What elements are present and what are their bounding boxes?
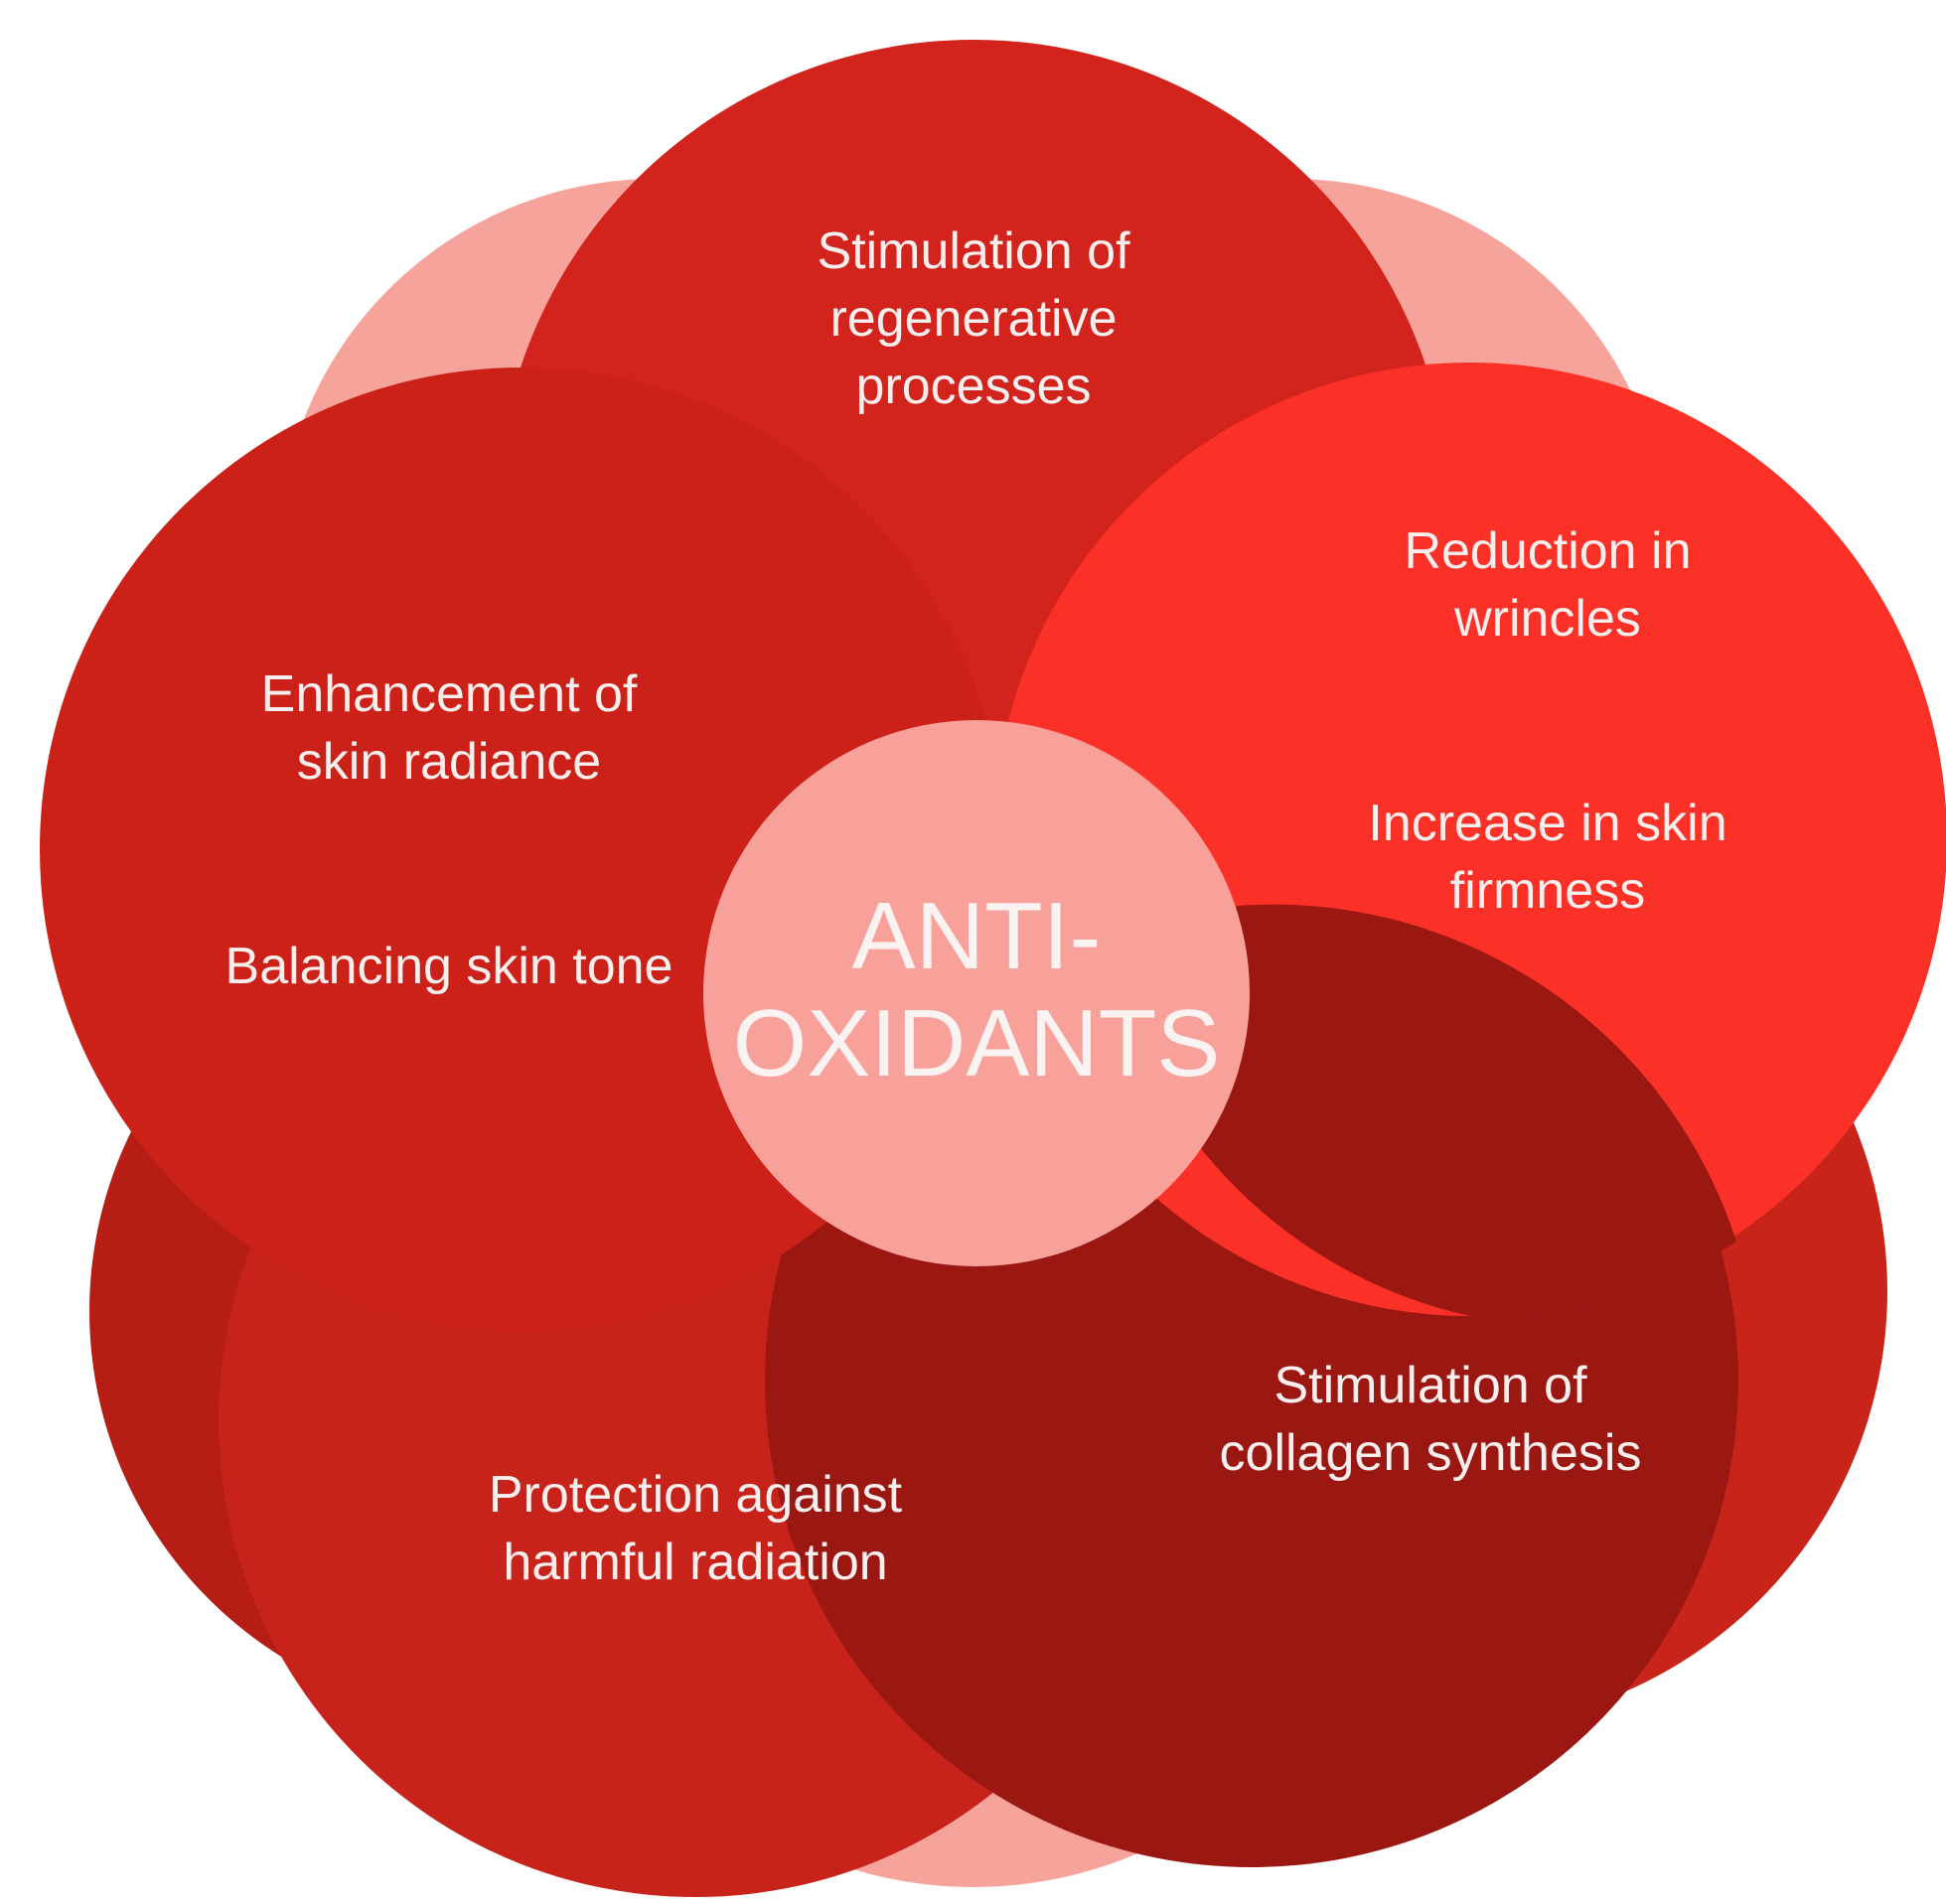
radiation-label-line2: harmful radiation [503, 1534, 887, 1591]
firmness-label-line2: firmness [1450, 862, 1645, 920]
radiance-label-line2: skin radiance [297, 733, 601, 791]
center-label-line1: ANTI- [852, 883, 1102, 989]
regenerative-label-line3: processes [856, 358, 1092, 415]
regenerative-label-line1: Stimulation of [817, 222, 1130, 280]
firmness-label-line1: Increase in skin [1368, 795, 1726, 852]
regenerative-label-line2: regenerative [829, 290, 1117, 348]
center-circle [703, 720, 1250, 1266]
skin-tone-label: Balancing skin tone [225, 938, 674, 995]
wrinkles-label-line2: wrincles [1453, 590, 1641, 648]
radiance-label-line1: Enhancement of [261, 665, 638, 723]
wrinkles-label-line1: Reduction in [1404, 522, 1691, 580]
center-label-line2: OXIDANTS [733, 990, 1221, 1097]
petal-collagen-overlap [1162, 904, 1736, 1317]
collagen-label-line1: Stimulation of [1273, 1357, 1587, 1414]
collagen-label-line2: collagen synthesis [1220, 1424, 1642, 1482]
radiation-label-line1: Protection against [489, 1466, 903, 1524]
